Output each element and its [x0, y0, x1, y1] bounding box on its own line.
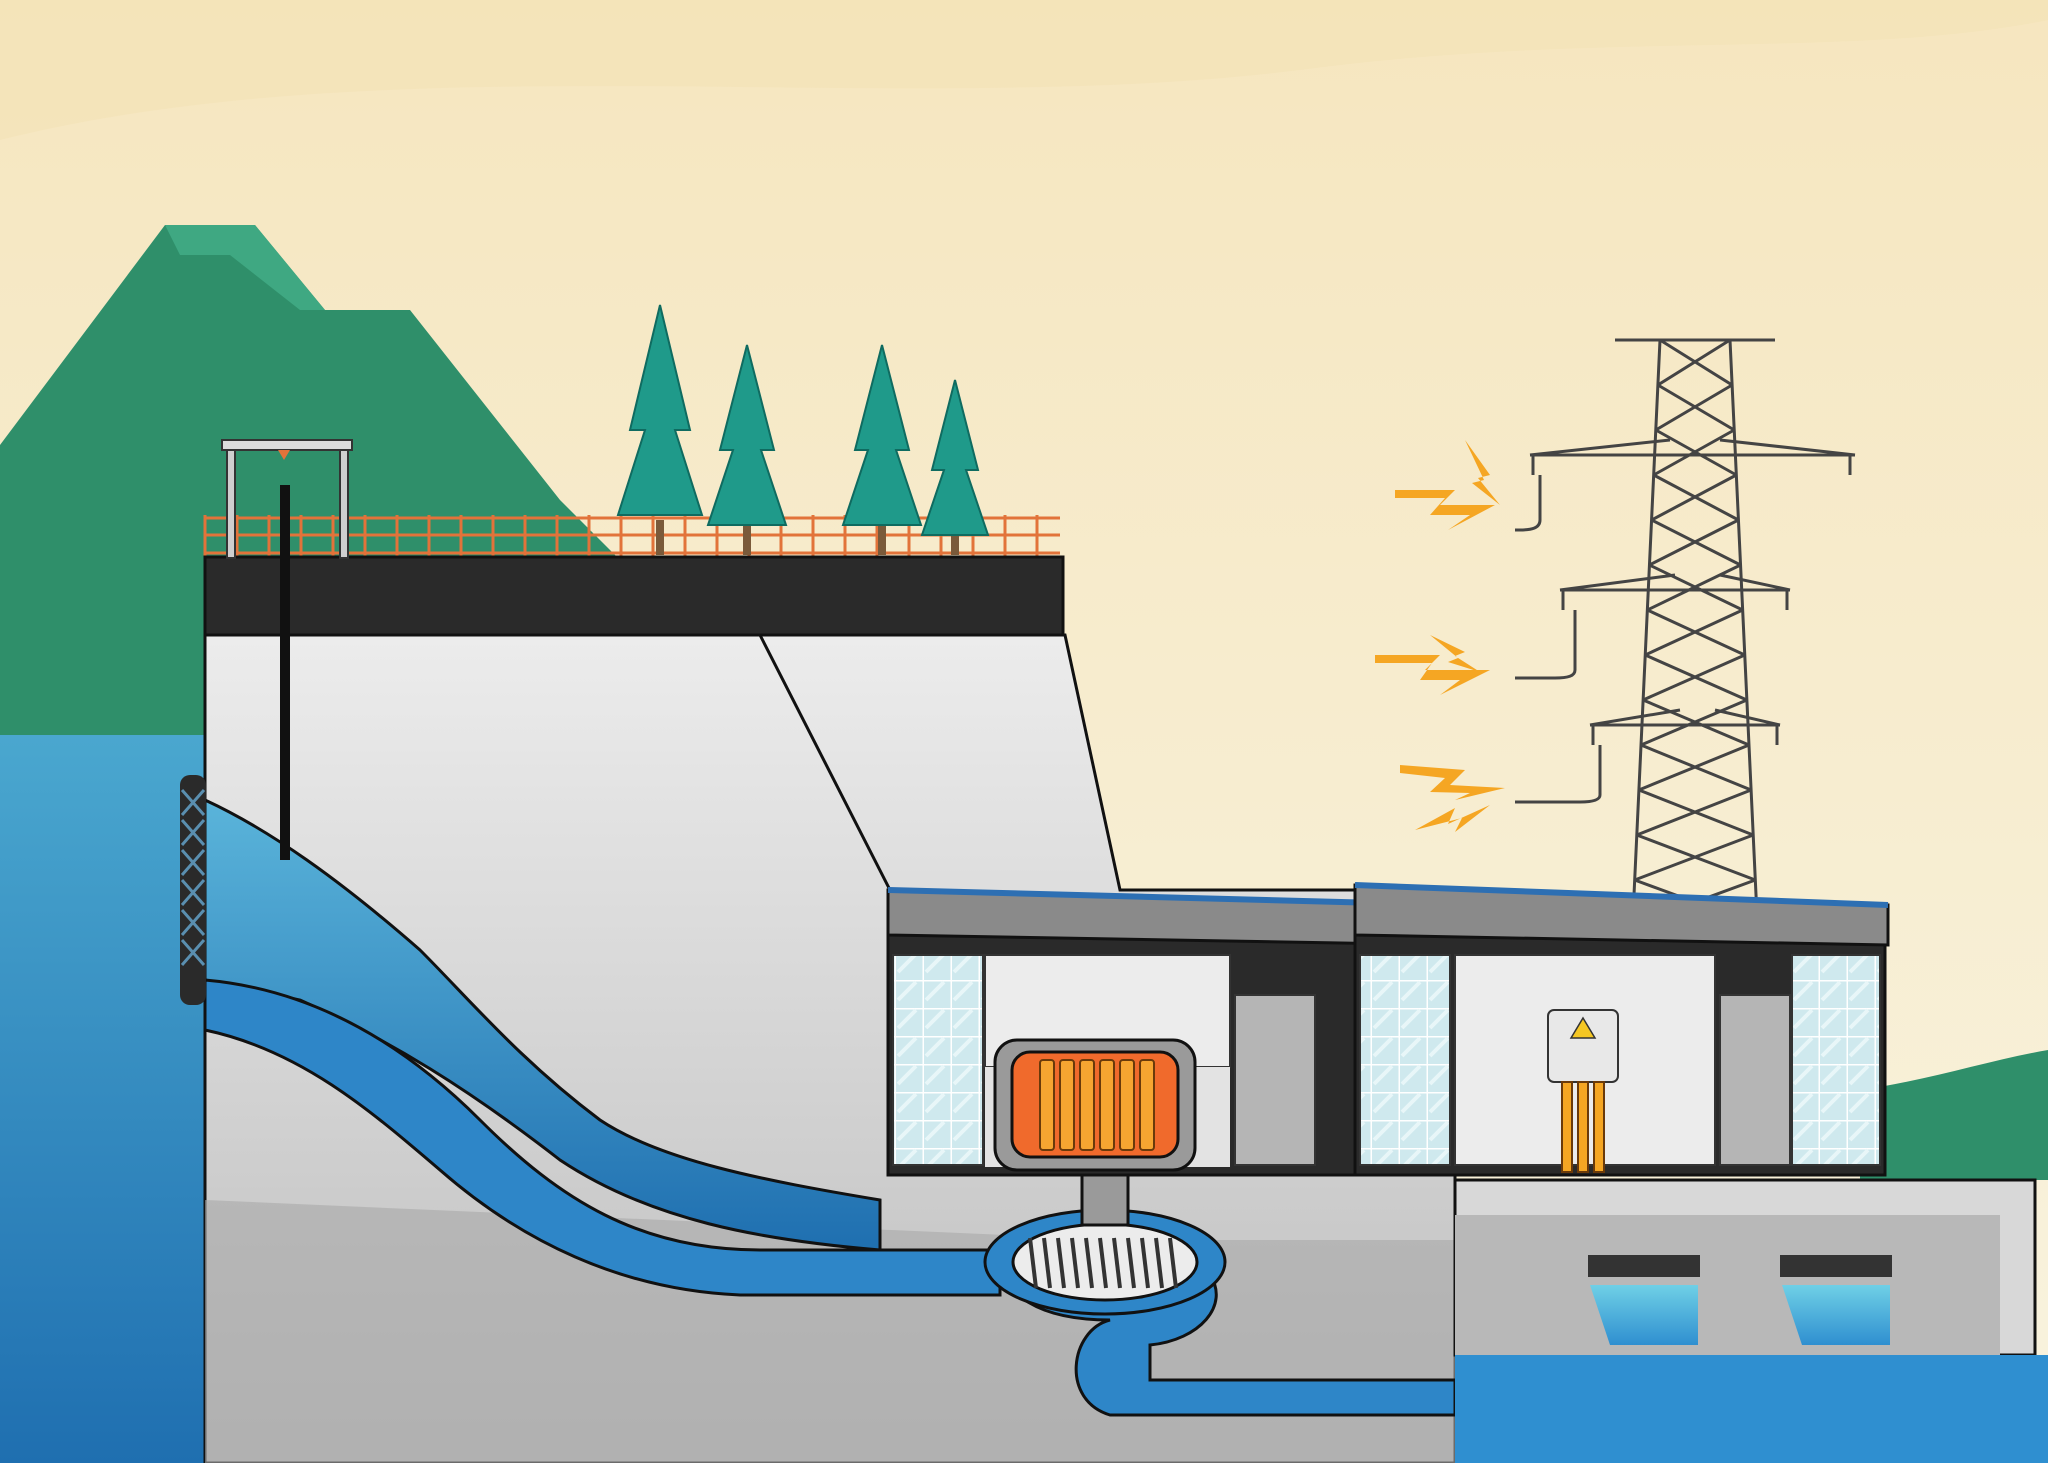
- reservoir: [0, 735, 215, 1463]
- trash-rack-icon: [180, 775, 206, 1005]
- power-lines: [1515, 475, 1602, 804]
- intake-gate-icon: [221, 439, 353, 860]
- pine-tree-icon: [616, 304, 704, 555]
- tailwater: [1455, 1355, 2048, 1463]
- pine-tree-icon: [706, 344, 788, 555]
- pine-tree-icon: [841, 344, 923, 555]
- pine-tree-icon: [920, 379, 990, 555]
- lightning-bolt-icon: [1375, 440, 1505, 832]
- intake-water: [203, 797, 882, 1252]
- right-hill: [1860, 1050, 2048, 1180]
- outflow-structure-shade: [1455, 1215, 2000, 1355]
- turbine-icon: [1011, 1222, 1199, 1302]
- outflow-gate-icon: [1588, 1255, 1892, 1345]
- powerhouse-unit-2: [1353, 882, 1890, 1177]
- dam-face-line: [758, 634, 892, 891]
- sky-swoosh: [0, 0, 2048, 140]
- mountain-highlight: [165, 225, 325, 310]
- dam-deck: [203, 555, 1065, 637]
- warning-sign-icon: [1569, 1016, 1597, 1039]
